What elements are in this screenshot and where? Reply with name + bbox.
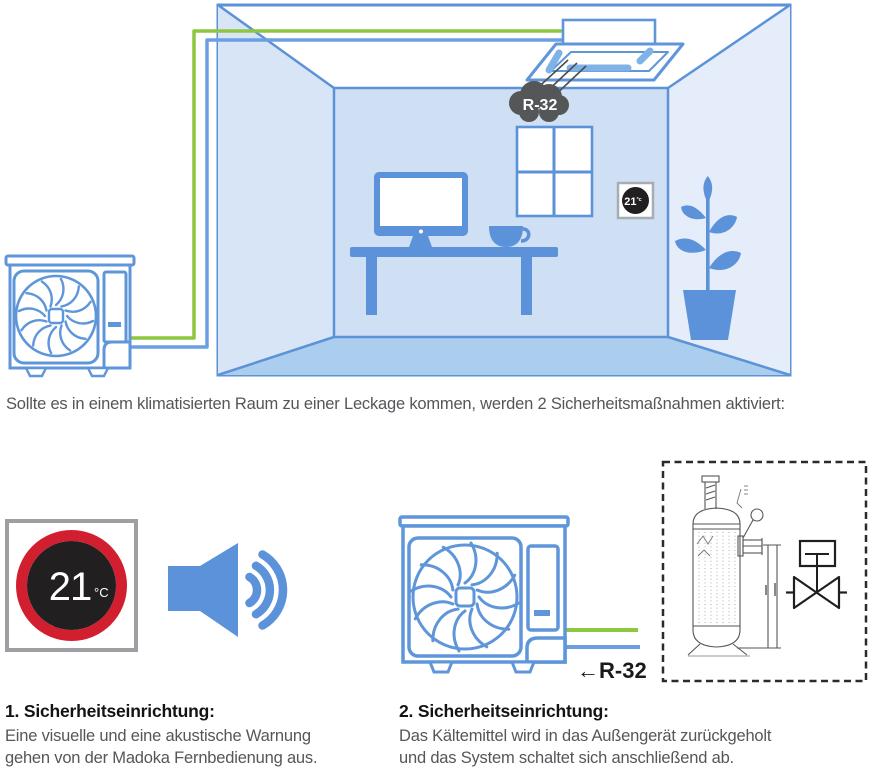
safety-step-1-line2: gehen von der Madoka Fernbedienung aus. bbox=[5, 749, 318, 767]
room-illustration bbox=[216, 3, 792, 377]
window bbox=[515, 125, 594, 218]
coffee-cup bbox=[487, 226, 531, 253]
pipe-blue bbox=[128, 38, 563, 349]
remote-temperature: 21 bbox=[49, 565, 92, 609]
safety-step-1-line1: Eine visuelle und eine akustische Warnun… bbox=[5, 727, 311, 745]
safety-step-1-label: 1. Sicherheitseinrichtung: Eine visuelle… bbox=[5, 701, 405, 769]
remote-display bbox=[27, 541, 116, 630]
speaker-icon bbox=[168, 543, 288, 637]
safety-step-2-title: 2. Sicherheitseinrichtung: bbox=[399, 701, 609, 721]
unit-side-panel-bottom bbox=[526, 544, 560, 632]
room-right-wall bbox=[668, 5, 790, 375]
ceiling-cassette-unit bbox=[525, 18, 685, 82]
safety-step-2-line2: und das System schaltet sich anschließen… bbox=[399, 749, 734, 767]
thermostat-display: 21°c bbox=[624, 196, 642, 208]
refrigerant-pipes bbox=[128, 29, 563, 349]
cloud-label: R-32 bbox=[523, 97, 558, 114]
sound-waves-icon bbox=[245, 550, 288, 630]
madoka-remote: 21 °C bbox=[5, 519, 138, 652]
technical-drawing-box bbox=[661, 460, 868, 683]
potted-plant bbox=[675, 176, 741, 340]
caption: Sollte es in einem klimatisierten Raum z… bbox=[6, 395, 785, 413]
outdoor-unit bbox=[4, 254, 136, 378]
remote-unit: °C bbox=[94, 585, 109, 600]
refrigerant-return-label: ←R-32 bbox=[577, 658, 647, 683]
refrigerant-cloud: R-32 bbox=[509, 81, 569, 122]
dimension-lines bbox=[737, 544, 781, 649]
room-left-wall bbox=[218, 5, 334, 375]
stipple-texture bbox=[698, 532, 736, 624]
safety-step-1-title: 1. Sicherheitseinrichtung: bbox=[5, 701, 215, 721]
unit-side-panel bbox=[102, 270, 128, 344]
room-perspective-lines bbox=[217, 3, 791, 377]
safety-step-2-label: 2. Sicherheitseinrichtung: Das Kältemitt… bbox=[399, 701, 799, 769]
outdoor-unit-bottom bbox=[398, 515, 570, 674]
bottom-pipes bbox=[566, 628, 640, 649]
room-floor bbox=[218, 337, 790, 375]
alert-ring bbox=[16, 530, 127, 641]
tv-monitor bbox=[374, 172, 468, 253]
wall-thermostat: 21°c bbox=[616, 181, 655, 220]
valve-symbol bbox=[786, 539, 847, 610]
pipe-green bbox=[128, 29, 563, 340]
cassette-vents bbox=[545, 47, 654, 74]
accumulator-drawing bbox=[687, 475, 781, 657]
left-arrow-icon: ← bbox=[577, 658, 599, 683]
plant-pot bbox=[683, 290, 736, 340]
safety-step-2-line1: Das Kältemittel wird in das Außengerät z… bbox=[399, 727, 772, 745]
